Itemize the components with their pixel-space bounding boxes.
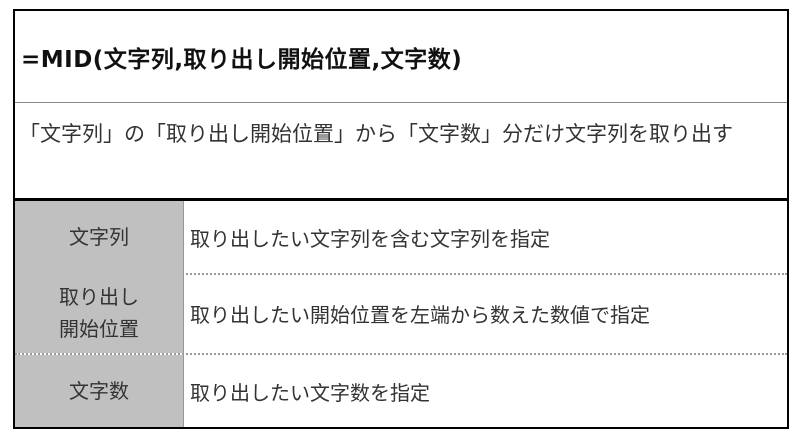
argument-description: 取り出したい文字数を指定 — [190, 380, 430, 405]
function-description: 「文字列」の「取り出し開始位置」から「文字数」分だけ文字列を取り出す — [15, 104, 787, 201]
argument-description: 取り出したい開始位置を左端から数えた数値で指定 — [190, 302, 650, 327]
argument-description: 取り出したい文字列を含む文字列を指定 — [190, 226, 550, 251]
table-row: 取り出し開始位置 取り出したい開始位置を左端から数えた数値で指定 — [15, 273, 787, 355]
function-reference-table: =MID(文字列,取り出し開始位置,文字数) 「文字列」の「取り出し開始位置」か… — [13, 9, 789, 429]
argument-name-line: 取り出し — [59, 285, 139, 309]
table-row: 文字数 取り出したい文字数を指定 — [15, 355, 787, 427]
arguments-table: 文字列 取り出したい文字列を含む文字列を指定 取り出し開始位置 取り出したい開始… — [15, 201, 787, 427]
argument-name: 取り出し開始位置 — [15, 273, 184, 353]
argument-name-line: 開始位置 — [59, 317, 139, 341]
argument-name: 文字数 — [15, 355, 184, 427]
function-syntax: =MID(文字列,取り出し開始位置,文字数) — [15, 11, 787, 103]
table-row: 文字列 取り出したい文字列を含む文字列を指定 — [15, 201, 787, 275]
argument-name: 文字列 — [15, 201, 184, 273]
